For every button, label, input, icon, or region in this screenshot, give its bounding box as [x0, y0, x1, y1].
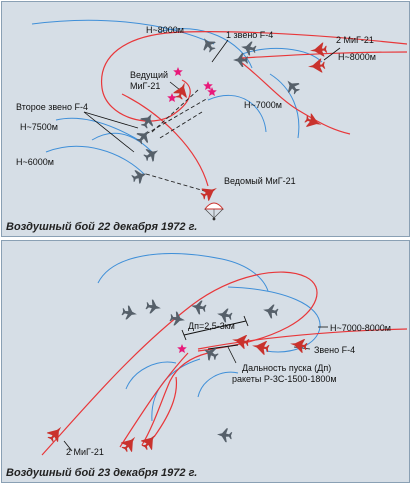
f4-aircraft-icon [233, 53, 248, 67]
panel-caption-dec-23: Воздушный бой 23 декабря 1972 г. [6, 467, 198, 479]
explosion-icon [177, 344, 187, 353]
f4-track-mid-right [207, 94, 267, 133]
label-altitude-6000: H~6000м [16, 157, 54, 167]
explosion-icon [173, 67, 183, 76]
range-leader [227, 346, 237, 364]
f4-track-right-upper [241, 47, 323, 63]
battle-panel-dec-22: H~8000м 1 звено F-4 2 МиГ-21 H~8000м Вед… [1, 1, 410, 237]
label-leader-line-2: МиГ-21 [130, 81, 160, 91]
f4-aircraft-icon [120, 304, 139, 322]
attack-line-3 [159, 111, 203, 139]
f4-aircraft-icon [189, 298, 208, 316]
leader-flight2-a [83, 111, 139, 129]
f4-aircraft-icon [282, 76, 303, 97]
f4-track-top-arc [97, 253, 269, 292]
f4-aircraft-icon [261, 302, 280, 320]
label-altitude-7500: H~7500м [20, 122, 58, 132]
mig-track-inner-1 [119, 352, 189, 448]
mig-track-main-loop [100, 31, 408, 122]
mig-track-descend [121, 93, 209, 187]
mig21-aircraft-icon [118, 432, 141, 455]
range-dim-line [207, 344, 239, 350]
mig21-aircraft-icon [138, 430, 161, 453]
explosion-icon [167, 93, 177, 102]
leader-leader-mig [169, 81, 181, 91]
mig21-aircraft-icon [44, 422, 67, 445]
distance-dim-line [183, 320, 247, 336]
mig21-aircraft-icon [198, 181, 221, 203]
label-wingman-mig: Ведомый МиГ-21 [224, 176, 296, 186]
distance-dim-tick-left [181, 329, 187, 341]
attack-line-wingman [145, 173, 209, 193]
label-altitude-8000-top: H~8000м [146, 25, 184, 35]
mig21-aircraft-icon [230, 332, 251, 350]
attack-line-1 [151, 89, 199, 133]
f4-track-left-hook [125, 361, 177, 390]
battle-diagram-dec-22: H~8000м 1 звено F-4 2 МиГ-21 H~8000м Вед… [16, 19, 408, 221]
f4-track-bottom-curl [197, 371, 239, 398]
label-flight-2: Второе звено F-4 [16, 102, 88, 112]
label-mig-pair: 2 МиГ-21 [66, 447, 104, 457]
mig-track-outer-loop [41, 271, 318, 456]
label-leader-line-1: Ведущий [130, 70, 168, 80]
f4-track-top-mid [157, 28, 253, 69]
leader-mig-pair [63, 440, 73, 452]
f4-track-left-upper [55, 117, 143, 143]
leader-flight1 [211, 39, 229, 63]
f4-track-left-lower [45, 145, 145, 175]
label-launch-range-line-2: ракеты Р-3С-1500-1800м [232, 374, 337, 384]
f4-aircraft-icon [141, 144, 162, 165]
parachute-icon [203, 202, 225, 221]
mig21-aircraft-icon [307, 58, 326, 74]
label-f4-flight: Звено F-4 [314, 345, 355, 355]
leader-migpair [323, 47, 341, 61]
f4-aircraft-icon [168, 310, 187, 328]
battle-diagram-dec-23: Дп=2,5-3км H~7000-8000м Звено F-4 Дально… [41, 253, 408, 457]
leader-flight2-b [83, 111, 135, 153]
label-altitude: H~7000-8000м [330, 323, 391, 333]
mig21-aircraft-icon [250, 338, 271, 356]
label-launch-distance: Дп=2,5-3км [188, 321, 235, 331]
mig-track-dive [237, 59, 351, 135]
label-flight-1: 1 звено F-4 [226, 30, 273, 40]
f4-aircraft-icon [216, 427, 233, 443]
f4-aircraft-icon [144, 298, 163, 316]
f4-aircraft-icon [198, 34, 219, 55]
label-mig-pair: 2 МиГ-21 [336, 35, 374, 45]
attack-line-2 [145, 97, 209, 135]
f4-aircraft-icon [133, 126, 154, 147]
mig-track-inner-2 [141, 352, 209, 446]
f4-track-center-left [91, 132, 153, 153]
battle-panel-dec-23: Дп=2,5-3км H~7000-8000м Звено F-4 Дально… [1, 240, 410, 483]
label-launch-range-line-1: Дальность пуска (Дп) [242, 363, 331, 373]
f4-track-top-left [31, 19, 215, 45]
mig-track-inner-3 [153, 376, 178, 438]
mig-track-outer [239, 51, 408, 59]
label-altitude-8000-right: H~8000м [338, 52, 376, 62]
panel-caption-dec-22: Воздушный бой 22 декабря 1972 г. [6, 221, 198, 233]
f4-track-right-lower [269, 73, 300, 139]
label-altitude-7000: H~7000м [244, 100, 282, 110]
distance-dim-tick-right [243, 315, 249, 327]
mig-track-right-out [197, 328, 408, 350]
